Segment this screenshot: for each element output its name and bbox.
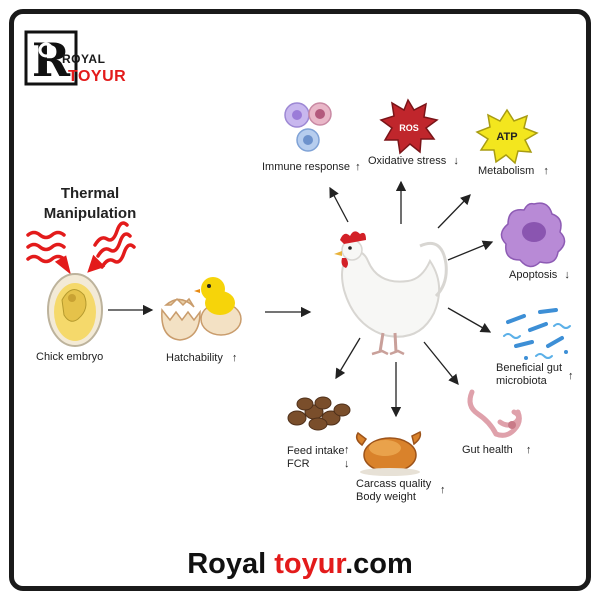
atp-burst-icon — [475, 108, 539, 165]
immune-cells-icon — [284, 102, 332, 152]
label-carcass-quality: Carcass quality Body weight — [356, 478, 431, 504]
immune-up-arrow: ↑ — [355, 161, 361, 173]
label-immune-response-text: Immune response — [262, 161, 351, 173]
footer-dotcom: .com — [345, 548, 413, 580]
label-carcass-line2: Body weight — [356, 491, 416, 503]
feed-intake-up-arrow: ↑ — [344, 444, 350, 456]
label-metabolism: Metabolism ↑ — [478, 165, 549, 178]
fcr-down-arrow: ↓ — [344, 458, 350, 470]
label-oxidative-stress: Oxidative stress ↓ — [368, 155, 459, 168]
diagram-title: Thermal Manipulation — [30, 184, 150, 224]
svg-text:R: R — [32, 33, 71, 86]
label-apoptosis: Apoptosis ↓ — [509, 269, 570, 282]
label-feed-intake: Feed intake FCR — [287, 445, 344, 471]
label-metabolism-text: Metabolism — [478, 165, 535, 177]
apoptosis-down-arrow: ↓ — [564, 269, 570, 281]
atp-label: ATP — [496, 131, 517, 143]
intestine-icon — [467, 389, 522, 438]
chick-embryo-icon — [47, 273, 103, 347]
title-line-2: Manipulation — [43, 205, 137, 222]
label-hatchability-text: Hatchability — [166, 352, 223, 364]
hatching-chick-icon — [161, 277, 242, 341]
label-gut-health-text: Gut health — [462, 444, 513, 456]
roast-chicken-icon — [355, 430, 422, 476]
hen-icon — [334, 231, 448, 356]
footer-royal: Royal — [187, 548, 275, 580]
footer-brand: Royal toyur.com — [0, 548, 600, 581]
label-beneficial-gut: Beneficial gut microbiota — [496, 362, 562, 388]
metabolism-up-arrow: ↑ — [543, 165, 549, 177]
carcass-up-arrow: ↑ — [440, 484, 446, 496]
label-immune-response: Immune response ↑ — [262, 161, 361, 174]
gut-microbiota-icon — [503, 308, 571, 360]
label-chick-embryo: Chick embryo — [36, 351, 104, 363]
ros-label: ROS — [399, 123, 419, 133]
heat-waves-left-icon — [26, 230, 71, 275]
footer-toyur: toyur — [274, 548, 346, 580]
label-feed-intake-text: Feed intake — [287, 445, 345, 457]
flow-arrows — [108, 180, 494, 418]
label-fcr-text: FCR — [287, 458, 310, 470]
heat-waves-right-icon — [87, 221, 136, 273]
label-gut-health: Gut health ↑ — [462, 444, 531, 457]
logo-mark-icon: R — [24, 30, 78, 86]
oxidative-down-arrow: ↓ — [453, 155, 459, 167]
label-carcass-line1: Carcass quality — [356, 478, 432, 490]
logo-word-toyur: TOYUR — [68, 68, 127, 85]
label-apoptosis-text: Apoptosis — [509, 269, 558, 281]
gut-health-up-arrow: ↑ — [525, 444, 532, 456]
label-beneficial-gut-line1: Beneficial gut — [496, 362, 563, 374]
ros-burst-icon — [379, 98, 439, 155]
logo-word-royal: ROYAL — [62, 52, 106, 66]
title-line-1: Thermal — [60, 185, 120, 202]
gut-microbiota-up-arrow: ↑ — [568, 370, 574, 382]
label-hatchability: Hatchability ↑ — [166, 352, 237, 365]
label-oxidative-stress-text: Oxidative stress — [368, 155, 447, 167]
hatchability-up-arrow: ↑ — [231, 352, 238, 364]
feed-pellets-icon — [287, 396, 351, 431]
apoptosis-cell-icon — [500, 202, 566, 268]
label-beneficial-gut-line2: microbiota — [496, 375, 547, 387]
